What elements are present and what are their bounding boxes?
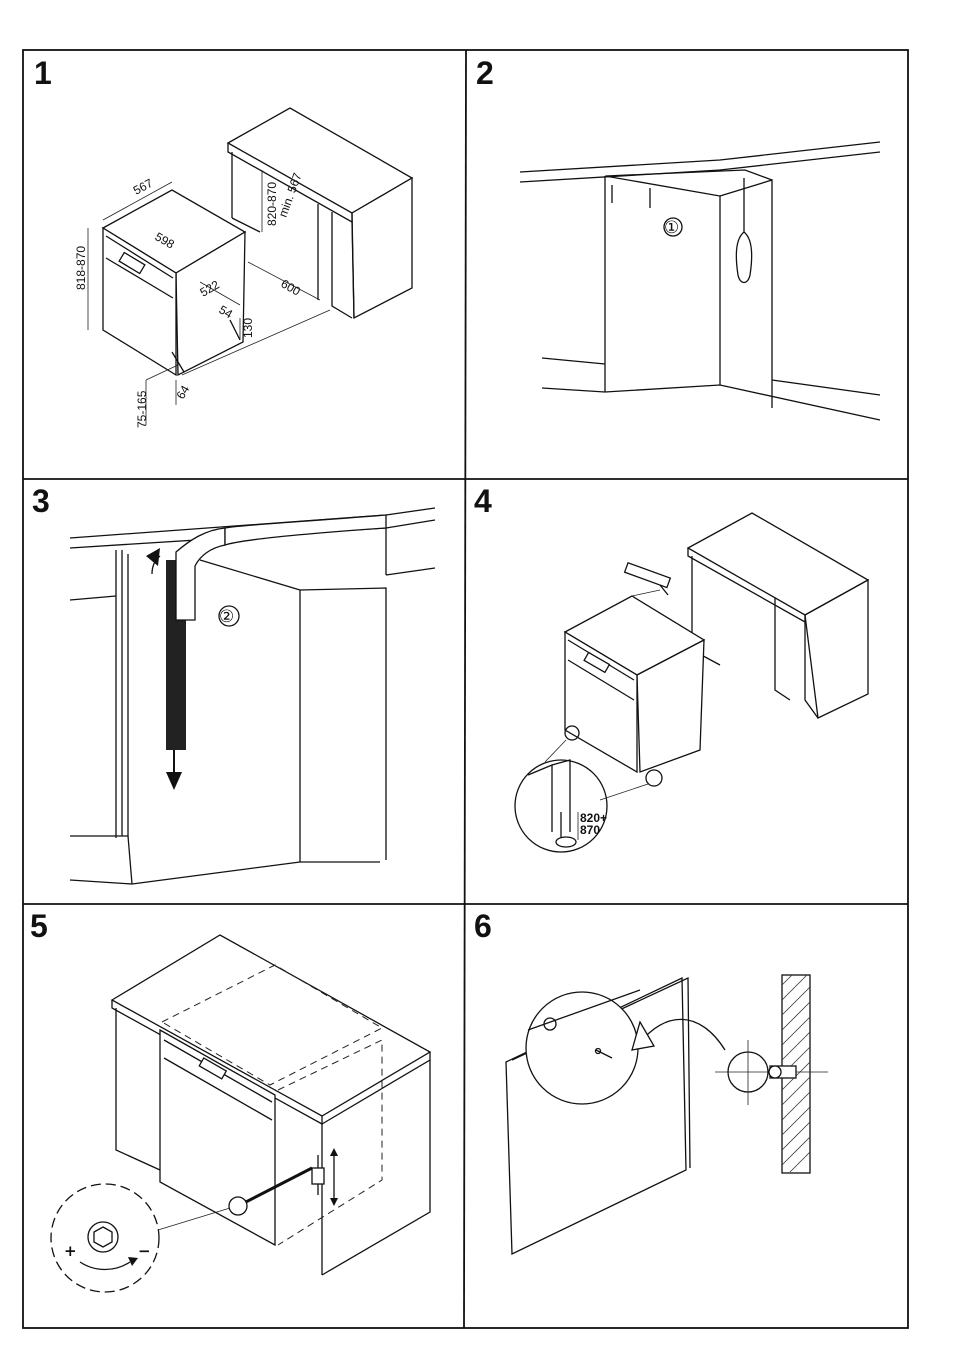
marker-2: ②	[219, 607, 234, 627]
panel-number-5: 5	[30, 908, 48, 944]
panel-number-1: 1	[34, 55, 52, 91]
panel-4-illustration: 820+ 870	[514, 512, 870, 853]
height-label-2: 870	[580, 823, 600, 837]
dim-niche-depth: min. 567	[276, 171, 305, 219]
panel-2-illustration: ①	[519, 141, 881, 421]
panel-number-6: 6	[474, 908, 492, 944]
marker-1: ①	[664, 218, 679, 238]
dim-plinth-range: 75-165	[135, 390, 149, 428]
dishwasher-body	[101, 189, 247, 377]
seal-strip	[146, 514, 387, 790]
height-label-1: 820+	[580, 811, 607, 825]
dim-height: 818-870	[74, 246, 88, 290]
dim-plinth-depth: 64	[173, 383, 192, 402]
dimension-lines	[87, 170, 331, 425]
panel-3-illustration: ②	[69, 507, 436, 885]
adjust-minus: −	[138, 1242, 151, 1260]
panel-5-illustration: + −	[50, 934, 432, 1293]
panel-number-3: 3	[32, 483, 50, 519]
dim-plinth-height: 130	[241, 318, 255, 338]
adjust-plus: +	[64, 1242, 77, 1260]
dim-depth: 567	[131, 176, 156, 198]
panel-number-4: 4	[474, 483, 492, 519]
dim-niche-height: 820-870	[265, 182, 279, 226]
panel-grid	[22, 49, 909, 1329]
dim-foot-offset: 54	[217, 302, 236, 321]
panel-number-2: 2	[476, 55, 494, 91]
panel-6-illustration	[505, 974, 828, 1256]
panel-1-illustration: 567 598 818-870 820-870 min. 567 600 522…	[74, 107, 414, 428]
screwdriver-icon	[735, 178, 753, 284]
niche-cabinet	[226, 107, 414, 320]
